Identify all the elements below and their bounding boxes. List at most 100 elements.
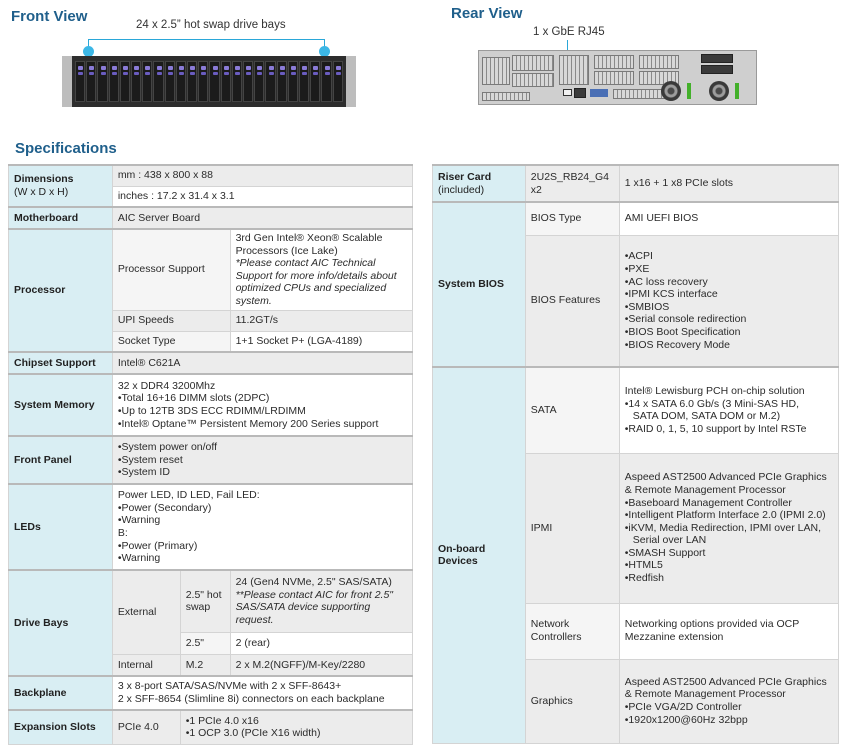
ipmi-item-cont: Serial over LAN: [632, 534, 707, 547]
bios-type-label: BIOS Type: [524, 201, 620, 236]
expansion-value: 1 PCIe 4.0 x16 1 OCP 3.0 (PCIe X16 width…: [179, 709, 414, 745]
bios-features-value: ACPI PXE AC loss recovery IPMI KCS inter…: [618, 234, 840, 368]
drive-led: [201, 66, 207, 70]
drive-hot-swap-text: 24 (Gen4 NVMe, 2.5" SAS/SATA): [235, 576, 392, 589]
graphics-item: 1920x1200@60Hz 32bpp: [625, 714, 833, 727]
ipmi-label: IPMI: [524, 452, 620, 604]
rear-chassis-image: [478, 50, 757, 105]
chipset-value: Intel® C621A: [111, 351, 414, 375]
drive-led: [268, 72, 274, 75]
backplane-line2: 2 x SFF-8654 (Slimline 8i) connectors on…: [117, 693, 385, 706]
leds-line1: Power LED, ID LED, Fail LED:: [117, 489, 260, 502]
drive-led: [190, 66, 196, 70]
sata-item-cont: SATA DOM, SATA DOM or M.2): [632, 410, 781, 423]
drive-bay-carrier: [119, 61, 131, 102]
drive-led: [111, 72, 117, 75]
drive-led: [324, 72, 330, 75]
drive-bay-carrier: [187, 61, 198, 102]
bios-label: System BIOS: [432, 201, 526, 368]
dimensions-inches: inches : 17.2 x 31.4 x 3.1: [111, 185, 414, 208]
drive-bay-carrier: [175, 61, 187, 102]
sata-line1: Intel® Lewisburg PCH on-chip solution: [624, 385, 805, 398]
drive-led: [212, 72, 218, 75]
rear-fan-1: [661, 81, 681, 101]
ipmi-line1: Aspeed AST2500 Advanced PCIe Graphics: [624, 471, 827, 484]
drive-led: [122, 66, 128, 70]
motherboard-value: AIC Server Board: [111, 206, 414, 230]
leds-item: Warning: [118, 552, 407, 565]
drive-led: [234, 72, 240, 75]
drive-m2-label: M.2: [179, 653, 231, 677]
drive-led: [257, 66, 263, 70]
drive-bay-carrier: [265, 61, 276, 102]
drive-led: [145, 72, 151, 75]
socket-label: Socket Type: [111, 330, 231, 353]
bios-feature-item: ACPI: [625, 250, 833, 263]
front-callout-dot-right: [319, 46, 330, 57]
expansion-item: 1 OCP 3.0 (PCIe X16 width): [186, 727, 407, 740]
rear-fan-2: [709, 81, 729, 101]
leds-item: Power (Primary): [118, 540, 407, 553]
backplane-label: Backplane: [8, 675, 113, 711]
leds-value: Power LED, ID LED, Fail LED: Power (Seco…: [111, 483, 414, 571]
riser-label-text: Riser Card: [438, 170, 492, 183]
processor-support-label: Processor Support: [111, 227, 231, 311]
drive-led: [111, 66, 117, 70]
drive-led: [279, 66, 285, 70]
ipmi-item: SMASH Support: [625, 547, 833, 560]
drive-led: [290, 66, 296, 70]
memory-value: 32 x DDR4 3200Mhz Total 16+16 DIMM slots…: [111, 373, 414, 437]
graphics-item: PCIe VGA/2D Controller: [625, 701, 833, 714]
processor-label: Processor: [8, 227, 113, 353]
drive-bay-carrier: [75, 61, 86, 102]
drive-led: [223, 66, 229, 70]
drive-led: [302, 72, 308, 75]
memory-item: Intel® Optane™ Persistent Memory 200 Ser…: [118, 418, 407, 431]
drive-led: [290, 72, 296, 75]
front-view-title: Front View: [11, 8, 88, 25]
expansion-label: Expansion Slots: [8, 709, 113, 745]
drive-bay-carrier: [310, 61, 321, 102]
drive-led: [257, 72, 263, 75]
leds-label: LEDs: [8, 483, 113, 571]
drive-led: [201, 72, 207, 75]
leds-item: Warning: [118, 514, 407, 527]
rear-vent-1: [482, 57, 510, 85]
drive-bay-carrier: [131, 61, 142, 102]
dimensions-label-text: Dimensions: [14, 173, 74, 186]
left-spec-table: Dimensions (W x D x H) mm : 438 x 800 x …: [8, 164, 414, 745]
drive-led: [324, 66, 330, 70]
rear-slot-3: [594, 55, 634, 69]
rear-vent-4: [613, 89, 665, 99]
bios-feature-item: BIOS Boot Specification: [625, 326, 833, 339]
memory-label: System Memory: [8, 373, 113, 437]
upi-value: 11.2GT/s: [229, 309, 414, 332]
ipmi-item: Baseboard Management Controller: [625, 497, 833, 510]
riser-label: Riser Card (included): [432, 164, 526, 203]
front-callout-left: [88, 39, 89, 51]
drive-bay-carrier: [276, 61, 287, 102]
bios-feature-item: IPMI KCS interface: [625, 288, 833, 301]
dimensions-mm: mm : 438 x 800 x 88: [111, 164, 414, 187]
drive-led: [100, 72, 106, 75]
memory-item: Up to 12TB 3DS ECC RDIMM/LRDIMM: [118, 405, 407, 418]
ipmi-item: Redfish: [625, 572, 833, 585]
dimensions-sublabel: (W x D x H): [14, 186, 69, 198]
drive-bay-carrier: [321, 61, 332, 102]
bios-feature-item: Serial console redirection: [625, 313, 833, 326]
drive-bays-label: Drive Bays: [8, 569, 113, 677]
drive-led: [89, 72, 95, 75]
rear-vent-2: [559, 55, 589, 85]
front-panel-value: System power on/off System reset System …: [111, 435, 414, 485]
front-panel-label: Front Panel: [8, 435, 113, 485]
front-ear-left: [62, 56, 72, 107]
sata-label: SATA: [524, 366, 620, 454]
drive-led: [145, 66, 151, 70]
drive-led: [167, 72, 173, 75]
drive-bay-carrier: [231, 61, 243, 102]
front-chassis-image: [62, 56, 356, 107]
ipmi-line2: & Remote Management Processor: [624, 483, 786, 496]
drive-led: [122, 72, 128, 75]
rear-slot-5: [639, 55, 679, 69]
drive-led: [178, 72, 184, 75]
